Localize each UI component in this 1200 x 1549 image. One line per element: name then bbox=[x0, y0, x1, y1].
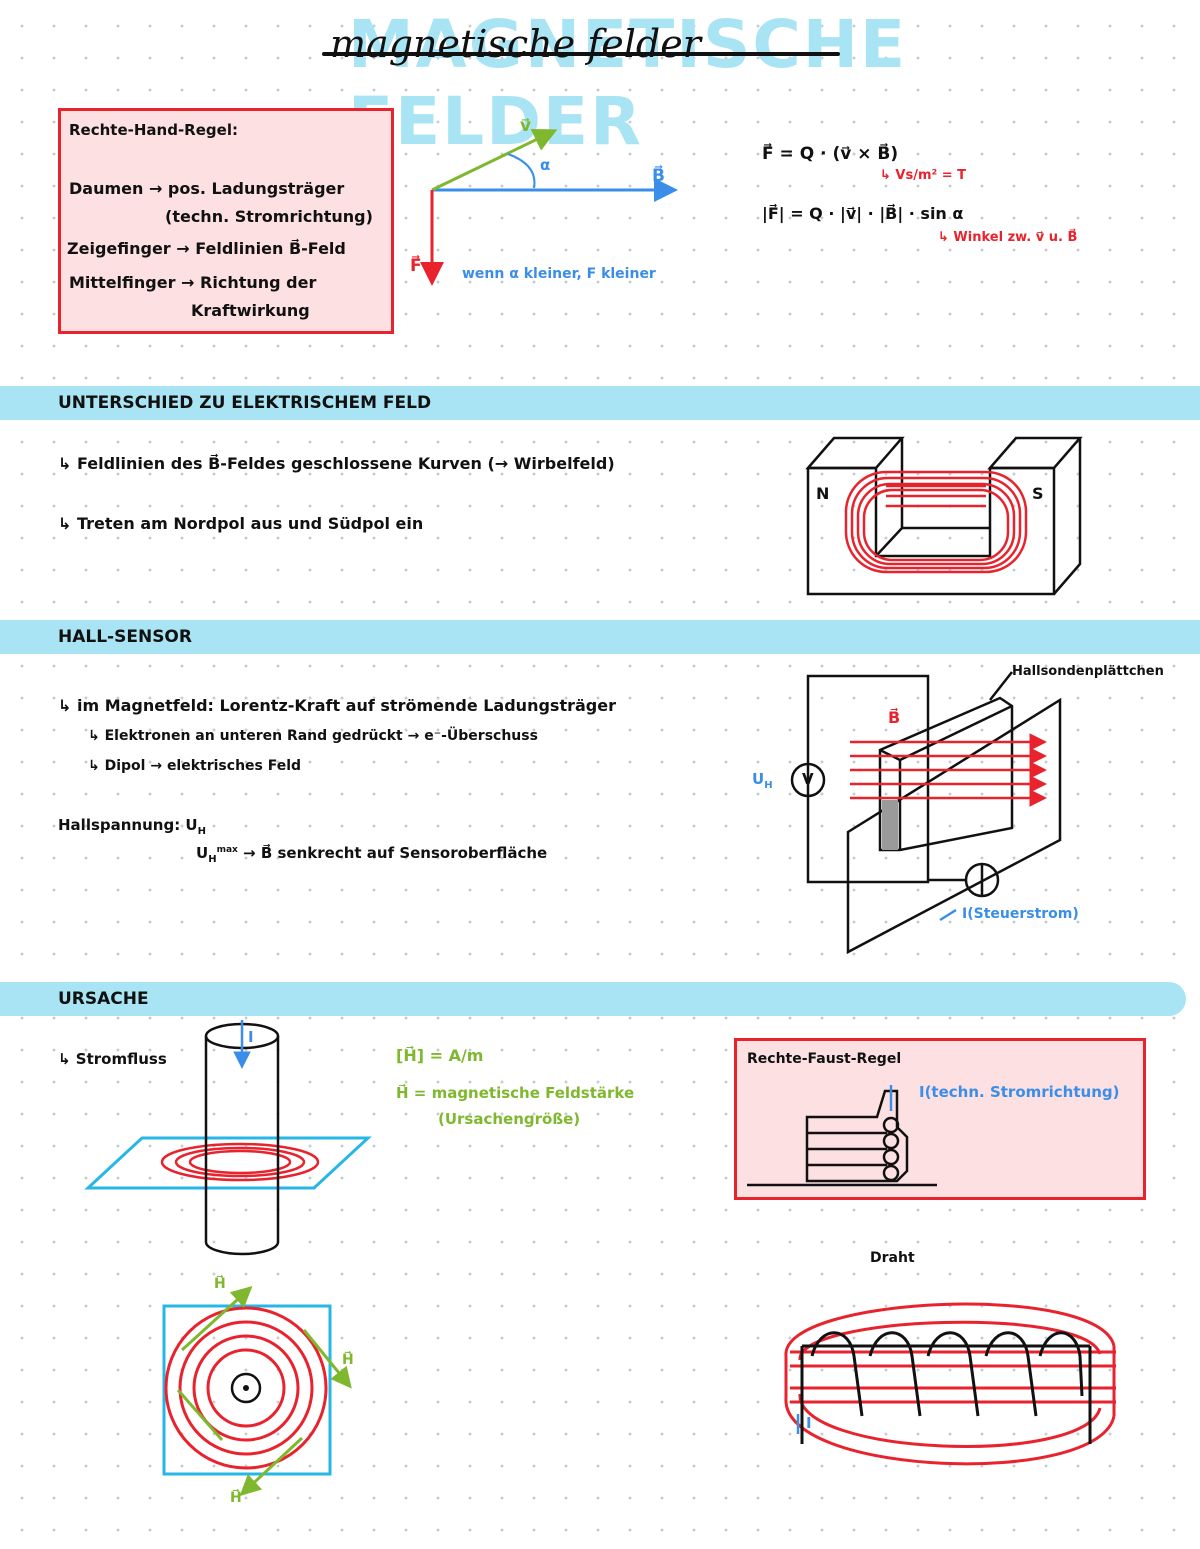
section-banner-cause: URSACHE bbox=[0, 982, 1186, 1016]
section-banner-hall: HALL-SENSOR bbox=[0, 620, 1200, 654]
lorentz-formula: F⃗ = Q · (v⃗ × B⃗) bbox=[762, 144, 899, 164]
h-label-right: H⃗ bbox=[342, 1352, 354, 1368]
coil-solenoid-diagram bbox=[784, 1302, 1116, 1466]
v-label: v⃗ bbox=[520, 116, 532, 136]
uh-text: U bbox=[752, 770, 765, 788]
difference-point-2: ↳ Treten am Nordpol aus und Südpol ein bbox=[58, 514, 424, 533]
hall-voltage-sub: H bbox=[197, 826, 206, 837]
hall-max-line: UHmax → B⃗ senkrecht auf Sensoroberfläch… bbox=[196, 844, 547, 865]
alpha-arc bbox=[507, 153, 536, 189]
control-current-label: I(Steuerstrom) bbox=[962, 906, 1079, 922]
title-underline bbox=[322, 52, 840, 56]
right-hand-rule-line3b: Kraftwirkung bbox=[191, 301, 310, 320]
hall-voltage-text: Hallspannung: U bbox=[58, 816, 198, 834]
h-definition: H⃗ = magnetische Feldstärke bbox=[396, 1084, 635, 1102]
north-pole-label: N bbox=[816, 484, 830, 503]
cylinder-current-label: I bbox=[248, 1028, 254, 1046]
coil-wire-label: Draht bbox=[870, 1250, 915, 1266]
hall-max-u: U bbox=[196, 844, 209, 862]
difference-point-1: ↳ Feldlinien des B⃗-Feldes geschlossene … bbox=[58, 454, 615, 473]
hall-plate-label: Hallsondenplättchen bbox=[1012, 664, 1164, 679]
alpha-label: α bbox=[540, 156, 551, 174]
right-hand-rule-line1: Daumen → pos. Ladungsträger bbox=[69, 179, 345, 198]
h-unit-line: [H⃗] = A/m bbox=[396, 1046, 484, 1065]
hall-point-1b: ↳ Dipol → elektrisches Feld bbox=[88, 758, 302, 774]
right-hand-rule-line2: Zeigefinger → Feldlinien B⃗-Feld bbox=[67, 239, 346, 258]
v-vector-arrow bbox=[431, 129, 558, 192]
field-lines-top-view bbox=[162, 1285, 352, 1497]
hall-sensor-diagram bbox=[790, 671, 1062, 955]
unit-note: ↳ Vs/m² = T bbox=[880, 168, 967, 183]
section-heading-cause: URSACHE bbox=[58, 989, 149, 1009]
title-shadow-text: MAGNETISCHE FELDER bbox=[348, 6, 908, 160]
voltmeter-symbol: V bbox=[802, 770, 814, 788]
section-banner-difference: UNTERSCHIED ZU ELEKTRISCHEM FELD bbox=[0, 386, 1200, 420]
section-heading-difference: UNTERSCHIED ZU ELEKTRISCHEM FELD bbox=[58, 393, 432, 413]
hall-point-1: ↳ im Magnetfeld: Lorentz-Kraft auf ström… bbox=[58, 696, 616, 715]
right-fist-rule-current: I(techn. Stromrichtung) bbox=[919, 1083, 1120, 1101]
right-hand-rule-line1b: (techn. Stromrichtung) bbox=[165, 207, 373, 226]
page-title: magnetische felder bbox=[330, 22, 701, 66]
hall-voltage-label: Hallspannung: UH bbox=[58, 816, 206, 837]
angle-note: ↳ Winkel zw. v⃗ u. B⃗ bbox=[938, 230, 1078, 245]
hall-max-sup: max bbox=[216, 845, 238, 855]
south-pole-label: S bbox=[1032, 484, 1044, 503]
horseshoe-magnet-diagram bbox=[805, 436, 1083, 596]
h-label-top: H⃗ bbox=[214, 1276, 226, 1292]
right-fist-rule-box: Rechte-Faust-Regel I(techn. Stromrichtun… bbox=[734, 1038, 1146, 1200]
coil-current-label: I bbox=[806, 1414, 812, 1432]
vector-note: wenn α kleiner, F kleiner bbox=[462, 266, 656, 282]
right-hand-rule-line3: Mittelfinger → Richtung der bbox=[69, 273, 317, 292]
h-label-bottom: H⃗ bbox=[230, 1490, 242, 1506]
wire-cylinder-diagram bbox=[84, 1020, 372, 1256]
hall-point-1a: ↳ Elektronen an unteren Rand gedrückt → … bbox=[88, 728, 538, 744]
f-label: F⃗ bbox=[410, 256, 422, 276]
hall-max-sub: H bbox=[208, 854, 217, 865]
b-label: B⃗ bbox=[652, 166, 665, 186]
h-definition-2: (Ursachengröße) bbox=[438, 1110, 581, 1128]
fist-icon bbox=[747, 1085, 937, 1187]
right-hand-rule-box: Rechte-Hand-Regel: Daumen → pos. Ladungs… bbox=[58, 108, 394, 334]
uh-label: UH bbox=[752, 770, 773, 791]
right-hand-rule-title: Rechte-Hand-Regel: bbox=[69, 121, 238, 139]
section-heading-hall: HALL-SENSOR bbox=[58, 627, 192, 647]
uh-sub: H bbox=[764, 780, 773, 791]
lorentz-magnitude-formula: |F⃗| = Q · |v⃗| · |B⃗| · sin α bbox=[762, 204, 964, 223]
vector-diagram bbox=[420, 129, 678, 286]
hall-b-label: B⃗ bbox=[888, 708, 901, 727]
cause-point-1: ↳ Stromfluss bbox=[58, 1050, 167, 1068]
hall-max-rest: → B⃗ senkrecht auf Sensoroberfläche bbox=[237, 844, 548, 862]
right-fist-rule-title: Rechte-Faust-Regel bbox=[747, 1051, 902, 1067]
